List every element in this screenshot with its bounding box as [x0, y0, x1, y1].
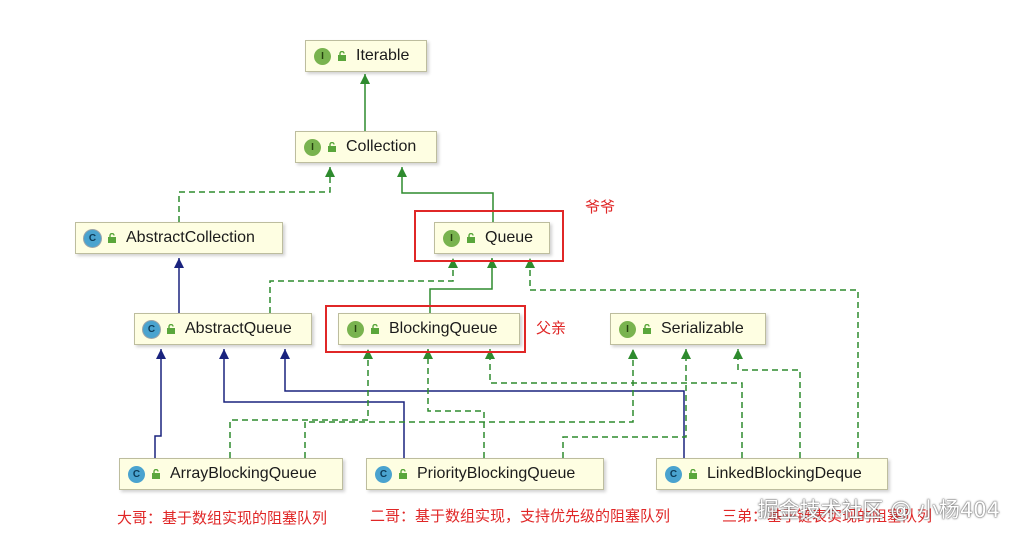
interface-icon: I: [347, 320, 364, 338]
interface-icon: I: [619, 320, 636, 338]
node-label: AbstractCollection: [126, 229, 255, 246]
arrowhead: [423, 349, 433, 359]
arrowhead: [156, 349, 166, 359]
highlight-box-blocking-queue: [325, 305, 526, 353]
abstract-class-icon: C: [143, 320, 160, 338]
edge-linked-blocking-deque-to-blocking-queue: [485, 349, 743, 458]
edge-abstract-queue-to-queue: [269, 258, 458, 313]
lock-icon: [398, 469, 408, 479]
arrowhead: [487, 258, 497, 268]
node-iterable[interactable]: I Iterable: [305, 40, 427, 72]
lock-icon: [166, 324, 176, 334]
arrowhead: [485, 349, 495, 359]
node-label: ArrayBlockingQueue: [170, 465, 317, 482]
abstract-class-icon: C: [84, 229, 101, 247]
lock-icon: [151, 469, 161, 479]
arrowhead: [628, 349, 638, 359]
node-priority-blocking-queue[interactable]: C PriorityBlockingQueue: [366, 458, 604, 490]
annotation-third-brother: 三弟：基于链表实现的阻塞队列: [722, 507, 933, 525]
node-label: AbstractQueue: [185, 320, 292, 337]
arrowhead: [397, 167, 407, 177]
annotation-second-brother: 二哥：基于数组实现，支持优先级的阻塞队列: [370, 507, 671, 525]
node-label: LinkedBlockingDeque: [707, 465, 862, 482]
watermark: 掘金技术社区 @ 小杨404: [757, 498, 1000, 522]
edge-array-blocking-queue-to-blocking-queue: [229, 349, 373, 458]
node-label: PriorityBlockingQueue: [417, 465, 576, 482]
edge-abstract-collection-to-collection: [178, 167, 335, 222]
arrowhead: [525, 258, 535, 268]
arrowhead: [448, 258, 458, 268]
lock-icon: [466, 233, 476, 243]
annotation-grandpa: 爷爷: [585, 198, 616, 216]
arrowhead: [325, 167, 335, 177]
edge-collection-to-iterable: [360, 74, 370, 131]
edge-priority-blocking-queue-to-abstract-queue: [219, 349, 405, 458]
edge-array-blocking-queue-to-abstract-queue: [154, 349, 166, 458]
node-label: Iterable: [356, 47, 410, 64]
node-abstract-collection[interactable]: C AbstractCollection: [75, 222, 283, 254]
edge-array-blocking-queue-to-serializable: [304, 349, 638, 458]
lock-icon: [107, 233, 117, 243]
class-icon: C: [128, 465, 145, 483]
edge-linked-blocking-deque-to-abstract-queue: [280, 349, 685, 458]
edge-abstract-queue-to-abstract-collection: [174, 258, 184, 313]
lock-icon: [642, 324, 652, 334]
node-label: Queue: [485, 229, 534, 246]
arrowhead: [363, 349, 373, 359]
arrowhead: [219, 349, 229, 359]
interface-icon: I: [304, 138, 321, 156]
lock-icon: [370, 324, 380, 334]
edge-blocking-queue-to-queue: [429, 258, 497, 313]
lock-icon: [337, 51, 347, 61]
arrowhead: [360, 74, 370, 84]
class-icon: C: [665, 465, 682, 483]
node-collection[interactable]: I Collection: [295, 131, 437, 163]
highlight-box-queue: [414, 210, 564, 262]
interface-icon: I: [443, 229, 460, 247]
arrowhead: [733, 349, 743, 359]
interface-icon: I: [314, 47, 331, 65]
annotation-father: 父亲: [536, 319, 567, 337]
node-abstract-queue[interactable]: C AbstractQueue: [134, 313, 312, 345]
node-serializable[interactable]: I Serializable: [610, 313, 766, 345]
node-blocking-queue[interactable]: I BlockingQueue: [338, 313, 520, 345]
node-queue[interactable]: I Queue: [434, 222, 550, 254]
lock-icon: [327, 142, 337, 152]
edge-linked-blocking-deque-to-queue: [525, 258, 859, 458]
node-label: Collection: [346, 138, 417, 155]
annotation-big-brother: 大哥：基于数组实现的阻塞队列: [117, 509, 328, 527]
arrowhead: [280, 349, 290, 359]
edge-priority-blocking-queue-to-blocking-queue: [423, 349, 485, 458]
arrowhead: [681, 349, 691, 359]
edge-linked-blocking-deque-to-serializable: [733, 349, 801, 458]
edge-queue-to-collection: [397, 167, 494, 222]
lock-icon: [688, 469, 698, 479]
node-linked-blocking-deque[interactable]: C LinkedBlockingDeque: [656, 458, 888, 490]
node-label: Serializable: [661, 320, 744, 337]
node-array-blocking-queue[interactable]: C ArrayBlockingQueue: [119, 458, 343, 490]
class-icon: C: [375, 465, 392, 483]
edge-priority-blocking-queue-to-serializable: [562, 349, 691, 458]
arrowhead: [174, 258, 184, 268]
node-label: BlockingQueue: [389, 320, 498, 337]
